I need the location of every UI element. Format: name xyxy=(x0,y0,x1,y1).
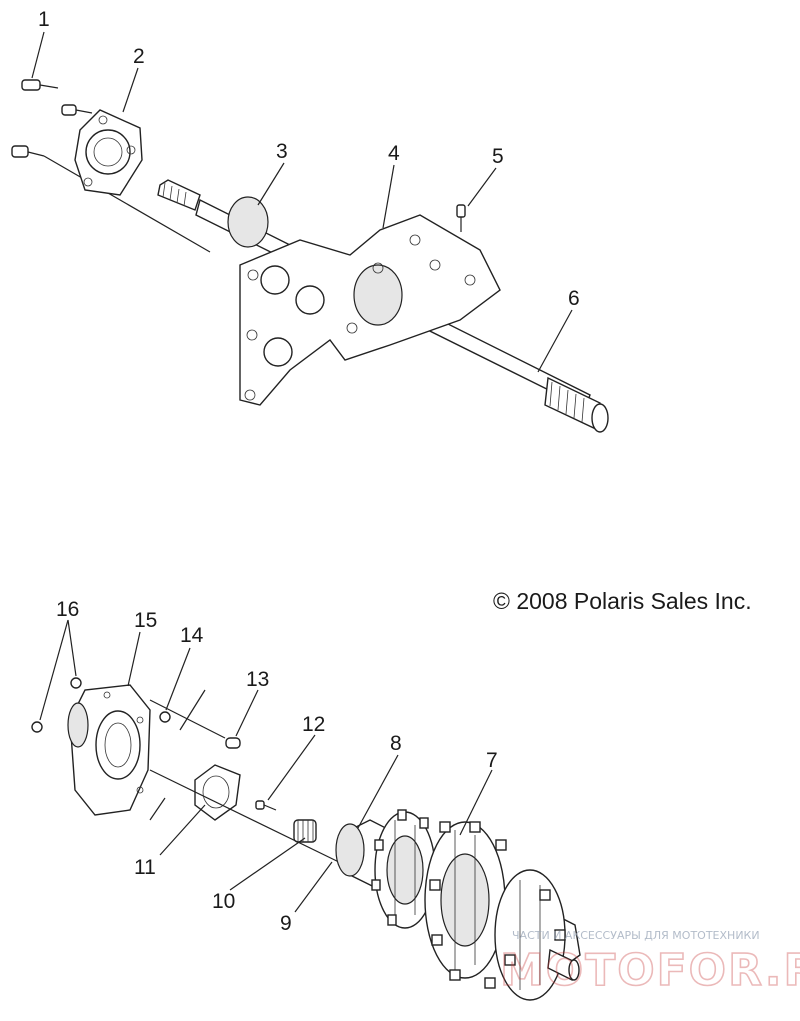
callout-16: 16 xyxy=(56,598,79,621)
bolt-bottom xyxy=(11,145,45,158)
callout-5: 5 xyxy=(492,145,504,168)
retaining-pin xyxy=(456,204,466,232)
callout-10: 10 xyxy=(212,890,235,913)
callout-12: 12 xyxy=(302,713,325,736)
nut-upper xyxy=(70,677,82,689)
callout-9: 9 xyxy=(280,912,292,935)
copyright-notice: © 2008 Polaris Sales Inc. xyxy=(493,588,752,614)
callout-11: 11 xyxy=(134,856,156,879)
callout-15: 15 xyxy=(134,609,157,632)
watermark-tagline: ЧАСТИ И АКСЕССУАРЫ ДЛЯ МОТОТЕХНИКИ xyxy=(512,929,760,942)
bearing-housing-flange xyxy=(67,684,151,816)
callout-8: 8 xyxy=(390,732,402,755)
sprocket-teeth xyxy=(371,809,566,989)
bolt-axis-line xyxy=(43,155,211,253)
callout-13: 13 xyxy=(246,668,269,691)
callout-2: 2 xyxy=(133,45,145,68)
callout-7: 7 xyxy=(486,749,498,772)
watermark-logo: MOTOFOR.RU xyxy=(500,945,800,996)
callout-14: 14 xyxy=(180,624,204,647)
bolt-middle xyxy=(61,104,93,116)
callout-3: 3 xyxy=(276,140,288,163)
small-gear xyxy=(293,819,317,843)
callout-6: 6 xyxy=(568,287,580,310)
lock-washer xyxy=(159,711,171,723)
bolt-top xyxy=(21,79,59,91)
nut-lower xyxy=(31,721,43,733)
bearing-flange-plate xyxy=(74,109,143,196)
seal-plate xyxy=(194,764,241,821)
callout-1: 1 xyxy=(38,8,50,31)
drive-sprocket-assembly xyxy=(335,809,581,1001)
dowel-pin xyxy=(225,737,241,749)
mounting-bracket-plate xyxy=(239,214,501,406)
callout-4: 4 xyxy=(388,142,400,165)
screw xyxy=(255,800,277,811)
